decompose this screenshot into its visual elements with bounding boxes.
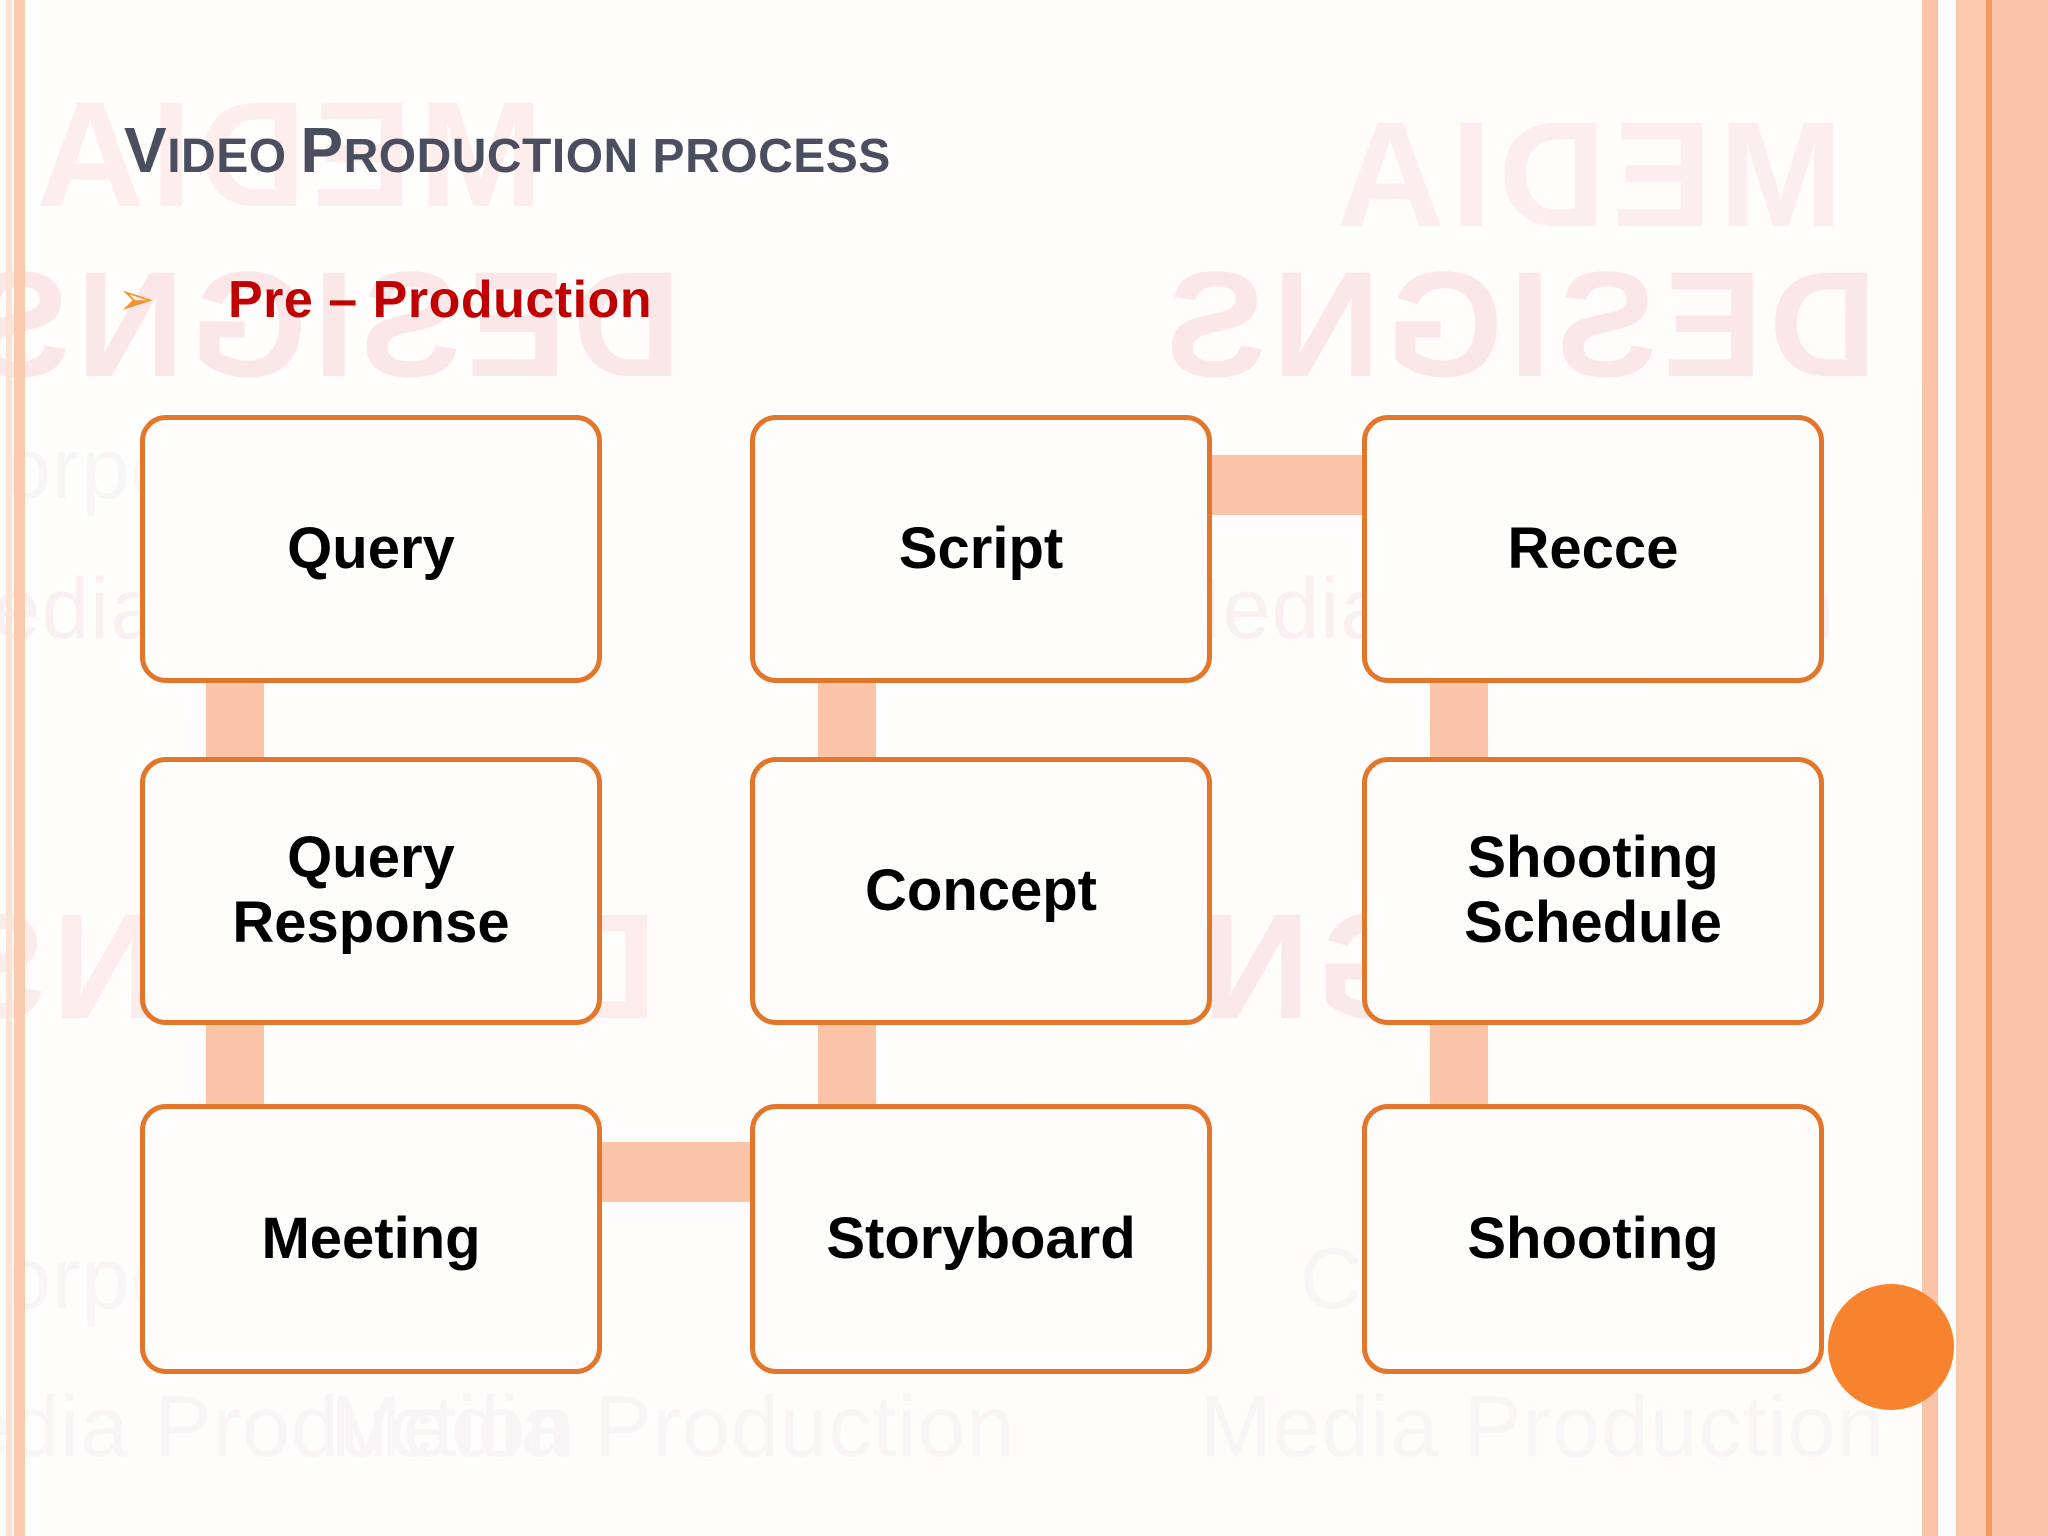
node-shooting-schedule[interactable]: Shooting Schedule: [1362, 757, 1824, 1025]
node-label: Recce: [1507, 515, 1679, 581]
connector-query-to-query-response: [206, 668, 264, 770]
node-label: Meeting: [261, 1205, 481, 1271]
node-query[interactable]: Query: [140, 415, 602, 683]
node-label: Concept: [865, 857, 1097, 923]
page-title-part-2: IDEO: [167, 130, 301, 183]
arrow-bullet-icon: ➢: [118, 274, 155, 325]
node-label-line-1: Query: [287, 825, 455, 891]
node-label: Shooting: [1467, 1205, 1719, 1271]
node-label-line-2: Response: [232, 890, 510, 955]
node-label-line-2: Schedule: [1464, 890, 1722, 955]
right-edge-stripe-gap: [1938, 0, 1956, 1536]
node-storyboard[interactable]: Storyboard: [750, 1104, 1212, 1374]
left-edge-stripe-inner: [14, 0, 25, 1536]
left-edge-stripe-outer: [6, 0, 12, 1536]
node-query-response[interactable]: Query Response: [140, 757, 602, 1025]
right-edge-stripe-3: [1986, 0, 1992, 1536]
node-label-multiline: Shooting Schedule: [1464, 825, 1722, 956]
node-recce[interactable]: Recce: [1362, 415, 1824, 683]
node-meeting[interactable]: Meeting: [140, 1104, 602, 1374]
right-edge-stripe-2: [1956, 0, 1986, 1536]
node-label: Query: [287, 515, 455, 581]
connector-script-to-recce: [1196, 455, 1386, 515]
page-title-part-4: RODUCTION PROCESS: [343, 130, 891, 183]
bullet-item-pre-production: ➢ Pre – Production: [118, 274, 652, 326]
page-title-part-3: P: [300, 114, 344, 186]
node-shooting[interactable]: Shooting: [1362, 1104, 1824, 1374]
node-label: Script: [898, 515, 1064, 581]
right-edge-stripe-1: [1922, 0, 1938, 1536]
connector-recce-to-shooting-schedule: [1430, 668, 1488, 770]
connector-meeting-to-storyboard: [580, 1142, 770, 1202]
node-label-line-1: Shooting: [1467, 825, 1719, 891]
node-label-multiline: Query Response: [232, 825, 510, 956]
page-title: VIDEO PRODUCTION PROCESS: [124, 118, 891, 182]
right-edge-stripe-4: [1992, 0, 2048, 1536]
page-title-part-1: V: [124, 114, 168, 186]
bullet-label: Pre – Production: [228, 271, 653, 329]
connector-concept-to-script: [818, 668, 876, 770]
accent-circle-decoration: [1828, 1284, 1954, 1410]
node-script[interactable]: Script: [750, 415, 1212, 683]
node-label: Storyboard: [826, 1205, 1136, 1271]
node-concept[interactable]: Concept: [750, 757, 1212, 1025]
